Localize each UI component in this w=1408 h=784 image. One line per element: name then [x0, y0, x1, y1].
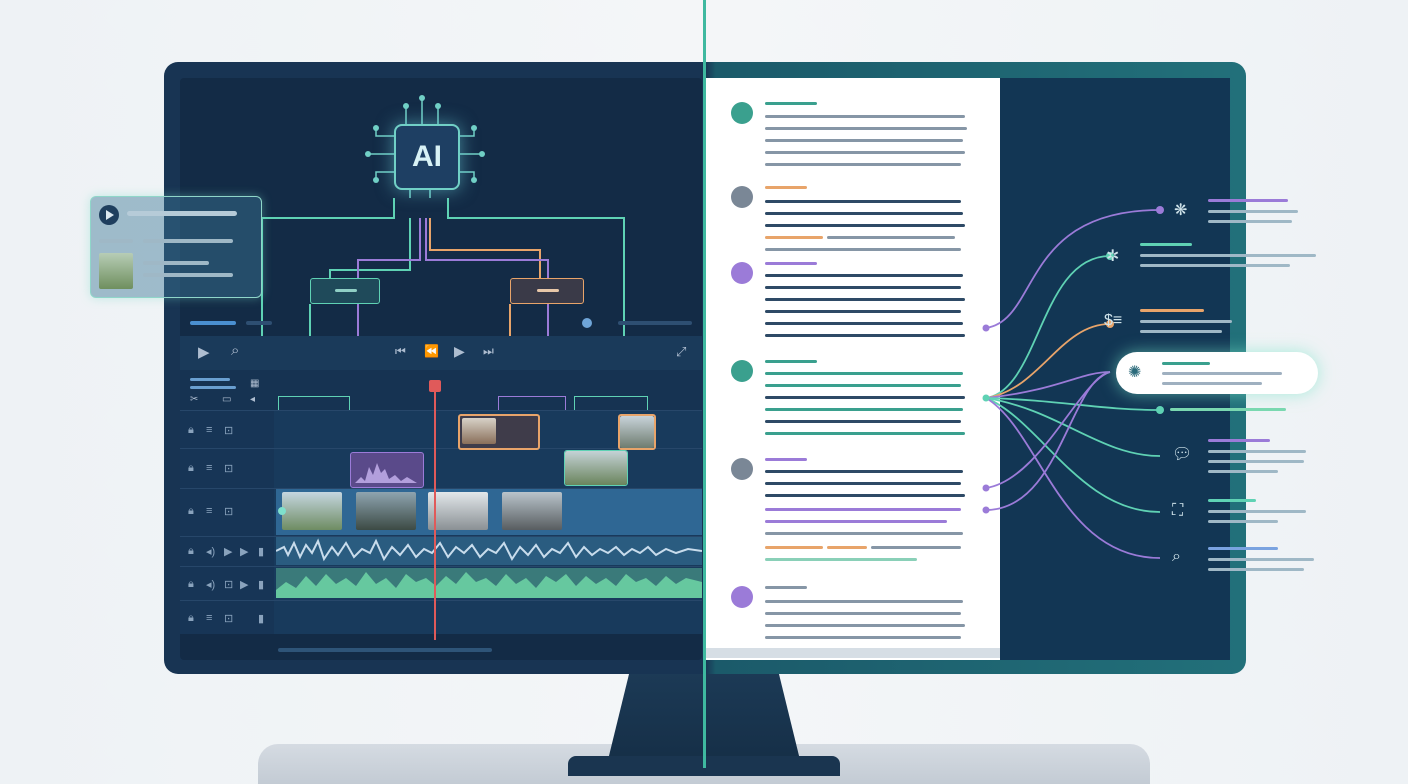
playhead-line: [434, 390, 436, 640]
solo-icon[interactable]: ▶: [240, 579, 249, 591]
floating-media-card[interactable]: [90, 196, 262, 298]
network-hub-icon: ✺: [1128, 364, 1142, 381]
thumbnail-tree: [99, 253, 133, 289]
ruler-label: [190, 386, 236, 389]
play-icon[interactable]: ▶: [454, 343, 465, 359]
skip-back-icon[interactable]: ⏮: [395, 344, 406, 358]
avatar: [731, 586, 753, 608]
mute-icon[interactable]: ◂): [206, 546, 216, 558]
mic-icon[interactable]: ▮: [258, 579, 265, 591]
track-row: [180, 600, 702, 635]
skip-forward-icon[interactable]: ⏭: [483, 344, 494, 358]
lock-icon[interactable]: 🔒︎: [188, 424, 194, 436]
expand-icon[interactable]: ⤢: [676, 344, 687, 359]
visibility-icon[interactable]: ⊡: [224, 506, 234, 518]
rewind-icon[interactable]: ⏪: [424, 344, 439, 358]
user-search-icon[interactable]: ⌕: [1172, 548, 1181, 565]
video-clip[interactable]: [618, 414, 656, 450]
timeline-ruler: [180, 370, 702, 410]
scan-face-icon[interactable]: ⛶: [1172, 502, 1184, 519]
menu-icon[interactable]: ≡: [206, 424, 213, 436]
doc-scrollbar[interactable]: [706, 648, 1000, 658]
mic-icon[interactable]: ▮: [258, 546, 265, 558]
ai-connection-lines: [261, 95, 625, 538]
lock-icon[interactable]: 🔒︎: [188, 612, 194, 624]
solo-icon[interactable]: ▶: [240, 546, 249, 558]
lock-icon[interactable]: 🔒︎: [188, 545, 194, 557]
chat-transcript-panel: [706, 78, 1000, 660]
track-row: [180, 566, 702, 601]
lock-icon[interactable]: 🔒︎: [188, 578, 194, 590]
play-icon[interactable]: [99, 205, 119, 225]
feature-line: [1170, 408, 1286, 411]
track-headers: [180, 410, 274, 634]
progress-indicator: [190, 321, 236, 325]
visibility-icon[interactable]: ⊡: [224, 613, 234, 625]
play-icon[interactable]: ▶: [224, 546, 233, 558]
razor-icon[interactable]: ✂: [190, 394, 199, 405]
lock-icon[interactable]: 🔒︎: [188, 462, 194, 474]
marker-box: [498, 396, 566, 411]
audio-waveform: [276, 537, 702, 565]
visibility-icon[interactable]: ⊡: [224, 463, 234, 475]
ai-node-teal: [310, 278, 380, 304]
audio-waveform-green: [276, 568, 702, 598]
ai-node-orange: [510, 278, 584, 304]
avatar: [731, 262, 753, 284]
mute-icon[interactable]: ◂): [206, 579, 216, 591]
arrow-icon[interactable]: ◂: [250, 394, 256, 405]
scrub-handle[interactable]: [582, 318, 592, 328]
avatar: [731, 186, 753, 208]
connection-dot: [278, 507, 286, 515]
audio-effect-clip[interactable]: [350, 452, 424, 488]
playhead-handle[interactable]: [429, 380, 441, 392]
track-row: [180, 536, 702, 567]
visibility-icon[interactable]: ⊡: [224, 579, 234, 591]
main-video-track: [276, 489, 702, 535]
lock-icon[interactable]: 🔒︎: [188, 505, 194, 517]
marker-box: [278, 396, 350, 411]
brain-icon[interactable]: ❋: [1174, 202, 1188, 219]
split-divider: [703, 0, 706, 768]
menu-icon[interactable]: ≡: [206, 462, 213, 474]
scrub-track[interactable]: [618, 321, 692, 325]
chat-user-icon[interactable]: 💬︎: [1172, 446, 1193, 463]
avatar: [731, 102, 753, 124]
folder-icon[interactable]: ▭: [222, 394, 232, 405]
menu-icon[interactable]: ≡: [206, 612, 213, 624]
ai-chip-badge: AI: [394, 124, 460, 190]
feature-connection-lines: [982, 206, 1164, 559]
feature-card-highlighted[interactable]: ✺: [1116, 352, 1318, 394]
avatar: [731, 360, 753, 382]
ruler-label: [190, 378, 230, 381]
mic-icon[interactable]: ▮: [258, 613, 265, 625]
video-thumbnail[interactable]: [282, 492, 342, 530]
menu-icon[interactable]: ≡: [206, 505, 213, 517]
track-row: [180, 410, 702, 449]
network-icon[interactable]: ✲: [1106, 248, 1120, 265]
dollar-list-icon[interactable]: $≡: [1104, 312, 1123, 329]
timeline-scrollbar[interactable]: [278, 648, 492, 652]
avatar: [731, 458, 753, 480]
play-icon[interactable]: ▶: [198, 344, 210, 361]
transport-bar: [180, 336, 702, 370]
grid-icon[interactable]: ▦: [250, 378, 260, 389]
track-row: [180, 488, 702, 537]
video-clip[interactable]: [564, 450, 628, 486]
video-thumbnail[interactable]: [428, 492, 488, 530]
search-icon[interactable]: ⌕: [231, 342, 240, 359]
progress-track: [246, 321, 272, 325]
video-thumbnail[interactable]: [356, 492, 416, 530]
visibility-icon[interactable]: ⊡: [224, 425, 234, 437]
track-row: [180, 448, 702, 489]
video-thumbnail[interactable]: [502, 492, 562, 530]
marker-box: [574, 396, 648, 411]
video-clip[interactable]: [458, 414, 540, 450]
